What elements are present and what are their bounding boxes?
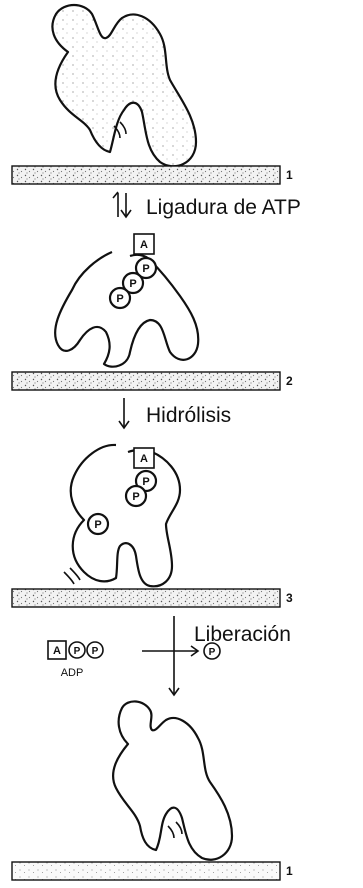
myosin-head-state2 [55,252,198,367]
state-number-3: 3 [286,591,293,605]
actin-filament-1-return [12,862,280,880]
svg-text:P: P [209,647,216,658]
myosin-head-state1 [52,5,196,166]
svg-text:P: P [116,293,123,305]
hydrolysis-arrow [119,398,129,428]
adp-released: A P P [48,641,103,659]
svg-text:P: P [92,646,99,657]
myosin-head-state1-return [113,701,232,859]
svg-text:A: A [53,645,61,657]
actin-filament-1 [12,166,280,184]
svg-text:P: P [132,491,139,503]
actin-filament-2 [12,372,280,390]
phosphate-released: P [204,643,220,659]
step-label-hydrolysis: Hidrólisis [146,404,231,427]
state-number-1-return: 1 [286,864,293,878]
myosin-head-state3 [64,445,180,586]
state-number-2: 2 [286,374,293,388]
adp-label: ADP [61,667,84,679]
step-label-release: Liberación [194,623,291,646]
svg-text:P: P [129,278,136,290]
svg-text:P: P [142,476,149,488]
release-arrow [142,616,198,695]
state-number-1: 1 [286,168,293,182]
step-label-binding: Ligadura de ATP [146,196,301,219]
svg-text:P: P [94,519,101,531]
binding-arrows [113,192,131,217]
svg-text:A: A [140,239,148,251]
actin-filament-3 [12,589,280,607]
svg-text:P: P [142,263,149,275]
svg-text:P: P [74,646,81,657]
svg-text:A: A [140,453,148,465]
